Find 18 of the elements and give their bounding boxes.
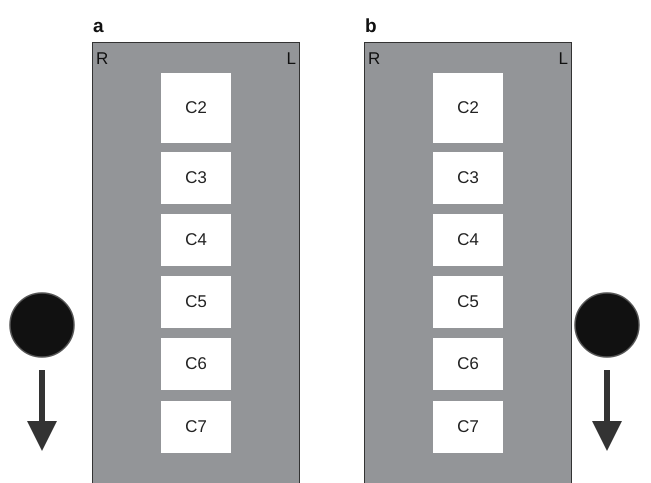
vertebra-box: C5 — [433, 276, 503, 328]
side-label: L — [286, 49, 296, 69]
vertebra-box: C6 — [161, 338, 231, 390]
panel-label: a — [93, 16, 104, 38]
vertebra-box: C2 — [433, 73, 503, 143]
vertebra-box: C4 — [433, 214, 503, 266]
side-label: R — [368, 49, 380, 69]
vertebra-box: C3 — [433, 152, 503, 204]
vertebra-box: C2 — [161, 73, 231, 143]
vertebra-box: C4 — [161, 214, 231, 266]
vertebra-box: C6 — [433, 338, 503, 390]
vertebra-box: C7 — [433, 401, 503, 453]
side-label: L — [558, 49, 568, 69]
vertebra-box: C7 — [161, 401, 231, 453]
panel-label: b — [365, 16, 377, 38]
side-label: R — [96, 49, 108, 69]
vertebra-box: C3 — [161, 152, 231, 204]
vertebra-box: C5 — [161, 276, 231, 328]
